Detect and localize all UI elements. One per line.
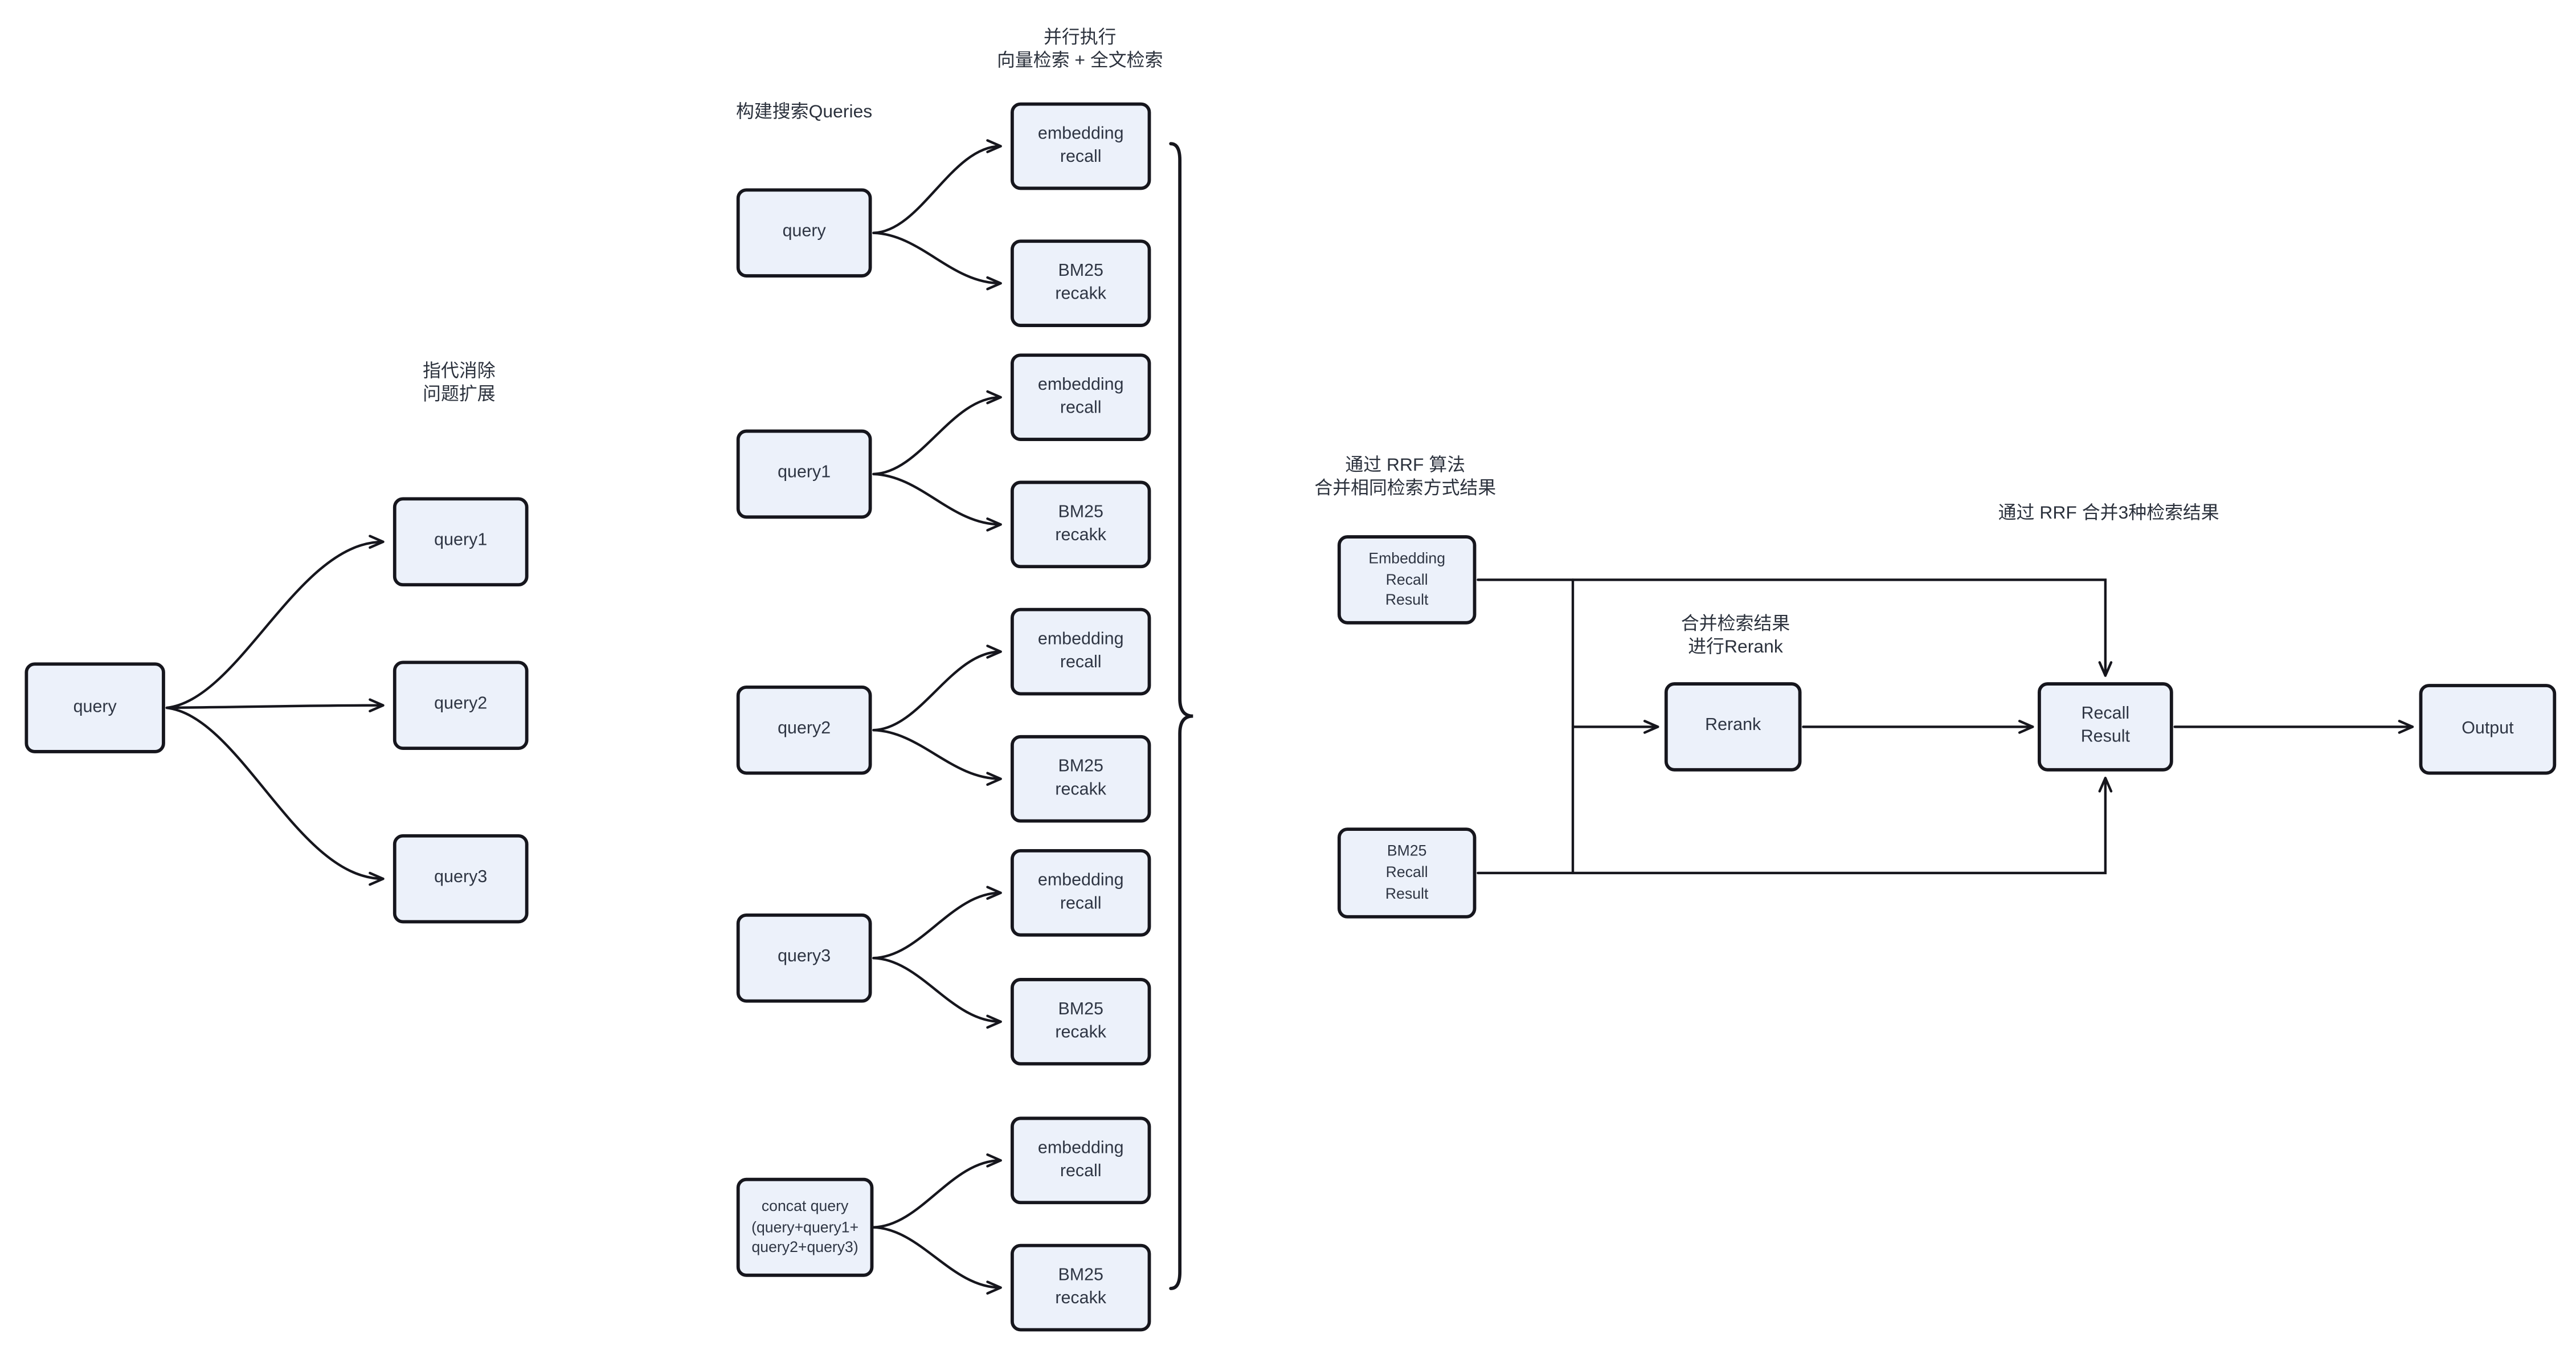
edge-midquery-to-embedding-2: [872, 390, 1002, 476]
edge-concat-to-bm25-5: [872, 1226, 1002, 1295]
node-bm25-recall-1[interactable]: BM25 recakk: [1011, 239, 1151, 327]
node-concat-query[interactable]: concat query (query+query1+ query2+query…: [736, 1177, 874, 1277]
node-bm25-recall-result[interactable]: BM25 Recall Result: [1337, 827, 1477, 919]
node-embedding-recall-1[interactable]: embedding recall: [1011, 102, 1151, 190]
node-query3[interactable]: query3: [392, 834, 529, 924]
node-bm25-recall-2[interactable]: BM25 recakk: [1011, 480, 1151, 569]
node-embedding-recall-4[interactable]: embedding recall: [1011, 849, 1151, 937]
node-embedding-recall-result[interactable]: Embedding Recall Result: [1337, 535, 1477, 625]
label-merge-rerank: 合并检索结果 进行Rerank: [1680, 614, 1790, 658]
node-output[interactable]: Output: [2419, 684, 2557, 775]
node-embedding-recall-5[interactable]: embedding recall: [1011, 1116, 1151, 1205]
node-mid-query1[interactable]: query1: [736, 429, 872, 519]
label-build-queries: 构建搜索Queries: [736, 102, 873, 123]
label-coref-expand: 指代消除 问题扩展: [423, 361, 496, 405]
edge-midquery-to-embedding-3: [872, 645, 1002, 732]
edge-embresult-to-recallresult-top: [1477, 578, 2113, 677]
edge-bm25result-to-recallresult-bottom: [1477, 777, 2113, 875]
edge-midquery-to-embedding-1: [872, 139, 1002, 234]
node-mid-query[interactable]: query: [736, 188, 872, 278]
edge-midquery-to-bm25-3: [872, 729, 1002, 786]
edge-query-to-query3: [165, 706, 385, 886]
node-bm25-recall-3[interactable]: BM25 recakk: [1011, 735, 1151, 823]
node-mid-query2[interactable]: query2: [736, 685, 872, 775]
edge-concat-to-embedding-5: [872, 1153, 1002, 1229]
node-recall-result[interactable]: Recall Result: [2038, 682, 2173, 772]
node-query-root[interactable]: query: [24, 662, 165, 753]
edge-query-to-query2: [165, 698, 385, 713]
edge-midquery-to-bm25-2: [872, 472, 1002, 532]
label-parallel-exec: 并行执行 向量检索 + 全文检索: [997, 28, 1163, 71]
node-query1[interactable]: query1: [392, 497, 529, 587]
edge-query-to-query1: [165, 535, 385, 709]
edge-midquery-to-bm25-4: [872, 957, 1002, 1029]
node-embedding-recall-3[interactable]: embedding recall: [1011, 607, 1151, 696]
node-bm25-recall-5[interactable]: BM25 recakk: [1011, 1243, 1151, 1332]
node-rerank[interactable]: Rerank: [1664, 682, 1802, 772]
node-embedding-recall-2[interactable]: embedding recall: [1011, 353, 1151, 441]
label-rrf-merge-same: 通过 RRF 算法 合并相同检索方式结果: [1314, 456, 1496, 499]
node-mid-query3[interactable]: query3: [736, 913, 872, 1003]
edge-midquery-to-embedding-4: [872, 886, 1002, 960]
label-rrf-merge-three: 通过 RRF 合并3种检索结果: [1998, 504, 2219, 524]
brace-merge-recalls: [1169, 142, 1193, 1290]
node-query2[interactable]: query2: [392, 660, 529, 751]
node-bm25-recall-4[interactable]: BM25 recakk: [1011, 978, 1151, 1066]
edge-midquery-to-bm25-1: [872, 231, 1002, 291]
